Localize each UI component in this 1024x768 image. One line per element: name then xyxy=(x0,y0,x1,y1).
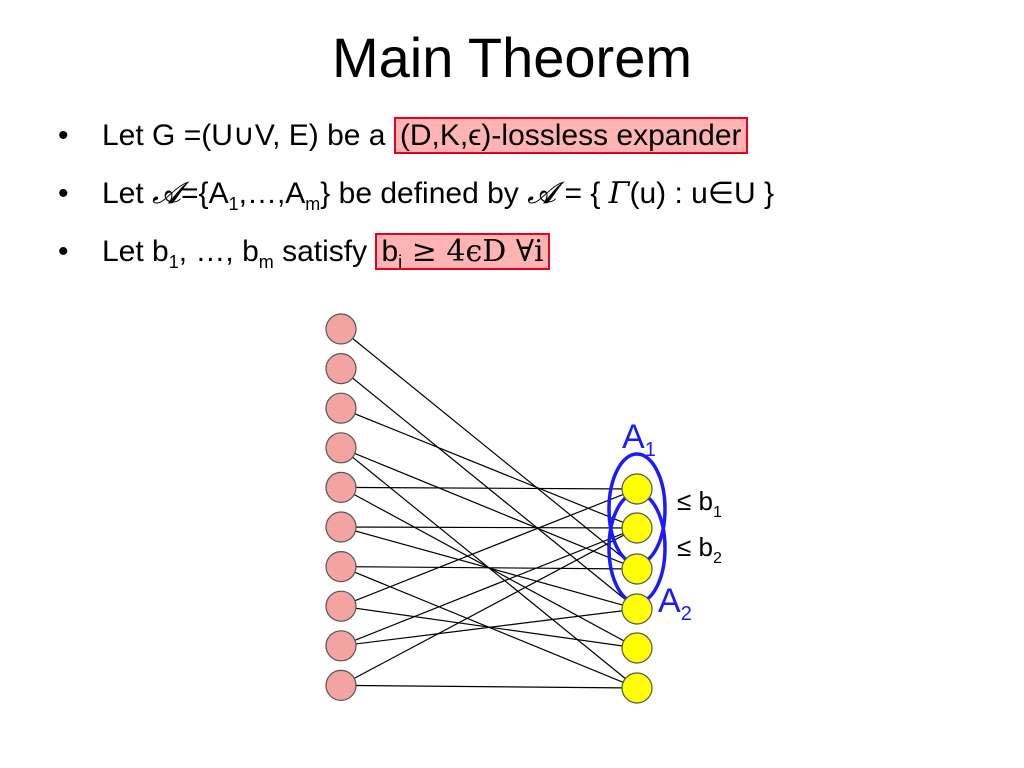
set-symbol: 𝓐 xyxy=(527,176,557,211)
label-A2: A2 xyxy=(658,582,692,625)
graph-edge xyxy=(340,684,638,689)
left-vertex xyxy=(325,392,357,424)
label-bound-b2: ≤ b2 xyxy=(677,532,722,567)
bullet-text-prefix: Let G =(U∪V, E) be a xyxy=(102,119,394,152)
right-vertex xyxy=(621,553,653,585)
left-vertex xyxy=(325,471,357,503)
bullet-dot: • xyxy=(58,235,69,268)
text-part: , …, b xyxy=(178,235,259,268)
graph-edge xyxy=(340,526,638,529)
graph-edge xyxy=(340,486,638,490)
label-A1: A1 xyxy=(622,418,656,461)
left-vertex xyxy=(325,550,357,583)
bullet-text: Let 𝓐={A1,…,Am} be defined by 𝓐 = { Γ(u)… xyxy=(102,172,774,226)
graph-edge xyxy=(340,527,638,647)
text-part: ,…,A xyxy=(238,177,306,210)
right-vertex xyxy=(621,632,653,664)
subscript: 1 xyxy=(168,252,179,272)
slide-title: Main Theorem xyxy=(331,26,692,89)
text-part: Let b xyxy=(102,235,169,268)
bullet-dot: • xyxy=(58,119,69,152)
bullet-text-prefix: Let xyxy=(102,177,153,210)
subscript: m xyxy=(258,252,274,272)
right-vertex xyxy=(621,473,653,505)
edge-group xyxy=(340,328,638,689)
node-group xyxy=(325,313,653,704)
text-part: } be defined by xyxy=(320,177,528,210)
left-vertex xyxy=(325,511,357,543)
bullet-text: Let G =(U∪V, E) be a (D,K,ϵ)-lossless ex… xyxy=(102,114,748,158)
right-vertex xyxy=(621,593,653,625)
inequality: ≥ 4ϵD ∀i xyxy=(402,234,544,269)
graph-edge xyxy=(340,407,638,529)
left-vertex xyxy=(325,432,357,464)
text-part: satisfy xyxy=(273,235,376,268)
highlight-box: (D,K,ϵ)-lossless expander xyxy=(393,117,748,154)
left-vertex xyxy=(325,313,357,345)
graph-edge xyxy=(340,527,638,686)
graph-edge xyxy=(340,328,638,570)
bullet-text: Let b1, …, bm satisfy bi ≥ 4ϵD ∀i xyxy=(102,230,550,284)
graph-edge xyxy=(340,608,638,647)
label-bound-b1: ≤ b1 xyxy=(677,486,722,521)
graph-edge xyxy=(340,488,638,607)
text-part: ={A xyxy=(181,177,229,210)
subscript: m xyxy=(305,194,321,214)
right-vertex xyxy=(621,672,653,704)
left-vertex xyxy=(325,353,357,385)
bullet-dot: • xyxy=(58,177,69,210)
graph-edge xyxy=(340,447,638,570)
left-vertex xyxy=(325,630,357,662)
gamma-symbol: Γ xyxy=(608,176,630,211)
subscript: 1 xyxy=(228,194,239,214)
highlight-box: bi ≥ 4ϵD ∀i xyxy=(375,233,550,272)
graph-edge xyxy=(340,565,638,570)
text-part: b xyxy=(381,235,399,268)
left-vertex xyxy=(325,669,357,702)
set-symbol: 𝓐 xyxy=(152,176,182,211)
right-vertex xyxy=(621,512,653,544)
left-vertex xyxy=(325,590,357,622)
text-part: (u) : u∈U } xyxy=(629,177,775,210)
text-part: = { xyxy=(556,177,609,210)
subscript: i xyxy=(398,252,403,272)
